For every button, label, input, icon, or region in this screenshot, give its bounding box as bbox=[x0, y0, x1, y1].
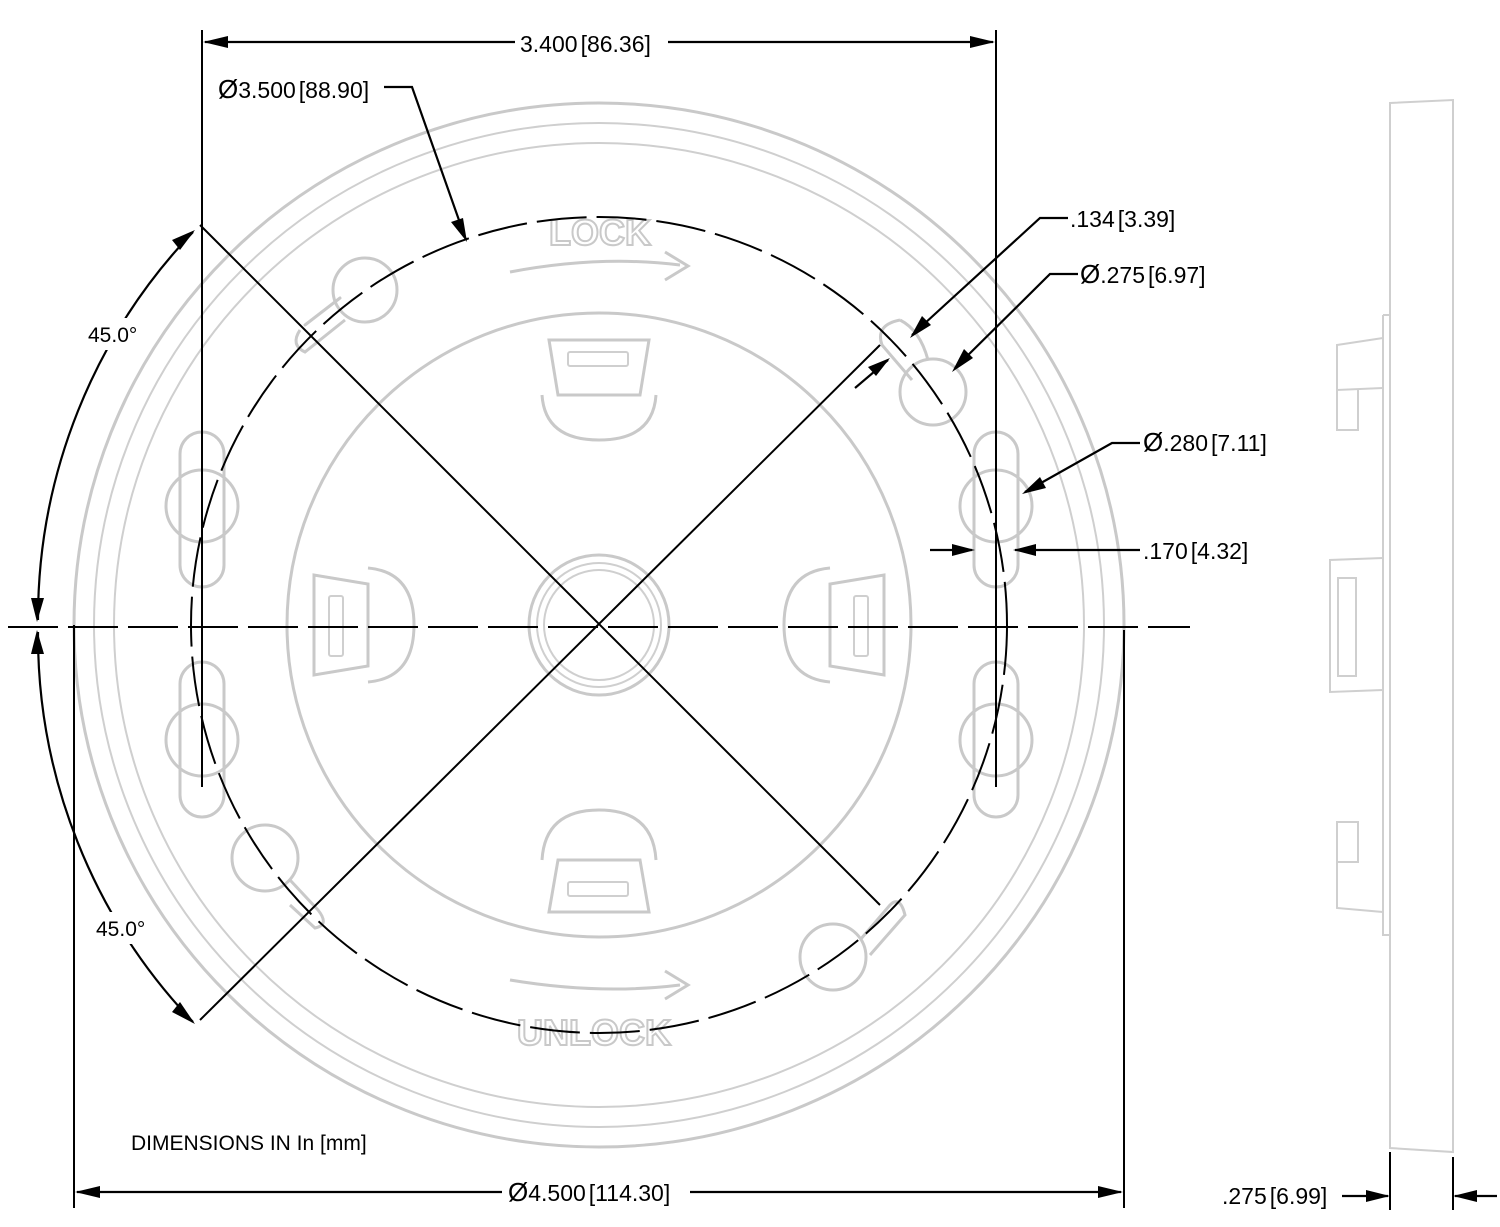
dimension-slot-width: .170[4.32] bbox=[930, 538, 1248, 564]
svg-text:Ø3.500[88.90]: Ø3.500[88.90] bbox=[218, 74, 369, 104]
units-note: DIMENSIONS IN In [mm] bbox=[131, 1132, 367, 1155]
keyhole-slot-diag-top-right bbox=[879, 318, 968, 427]
dimension-hole-span: 3.400[86.36] bbox=[203, 31, 995, 57]
svg-text:Ø4.500[114.30]: Ø4.500[114.30] bbox=[508, 1177, 670, 1207]
lock-arrow bbox=[509, 259, 681, 274]
dimension-hole-dia: Ø.275[6.97] bbox=[952, 259, 1206, 372]
dimension-outer-dia: Ø4.500[114.30] bbox=[75, 1177, 1123, 1207]
svg-text:45.0°: 45.0° bbox=[96, 918, 145, 941]
latch-tab-right bbox=[782, 566, 886, 684]
dimension-slot-offset: .134[3.39] bbox=[854, 206, 1175, 389]
dimension-slot-dia: Ø.280[7.11] bbox=[1022, 427, 1267, 494]
center-hub-mid bbox=[536, 562, 662, 688]
inner-plate bbox=[285, 311, 913, 939]
svg-text:.275[6.99]: .275[6.99] bbox=[1222, 1183, 1327, 1209]
svg-text:45.0°: 45.0° bbox=[88, 324, 137, 347]
dimension-angle-lower: 45.0° bbox=[31, 630, 195, 1024]
latch-tab-top bbox=[540, 338, 658, 442]
latch-tab-bottom bbox=[540, 808, 658, 914]
bolt-circle bbox=[190, 216, 1008, 1034]
keyhole-slot-diag-top-left bbox=[294, 256, 399, 354]
dimension-angle-upper: 45.0° bbox=[31, 230, 195, 622]
svg-text:.170[4.32]: .170[4.32] bbox=[1143, 538, 1248, 564]
side-tab-lower bbox=[1336, 821, 1384, 914]
center-hub-inner bbox=[543, 569, 655, 681]
side-tab-upper bbox=[1336, 337, 1384, 431]
step-ring bbox=[113, 142, 1085, 1108]
outer-rim-inner bbox=[93, 122, 1105, 1128]
svg-text:Ø.275[6.97]: Ø.275[6.97] bbox=[1080, 259, 1206, 289]
svg-text:3.400[86.36]: 3.400[86.36] bbox=[520, 31, 651, 57]
diagonal-center-line-1 bbox=[199, 224, 881, 906]
side-tab-middle bbox=[1329, 557, 1384, 694]
unlock-arrow bbox=[509, 978, 681, 991]
keyhole-slot-diag-bottom-left bbox=[230, 823, 325, 930]
latch-tab-left bbox=[312, 566, 416, 684]
center-hub-outer bbox=[527, 553, 671, 697]
svg-text:Ø.280[7.11]: Ø.280[7.11] bbox=[1143, 427, 1267, 457]
dimension-thickness: .275[6.99] bbox=[1222, 1183, 1497, 1209]
construction-lines bbox=[8, 30, 1454, 1210]
side-view bbox=[1329, 98, 1454, 1154]
dimension-bolt-circle: Ø3.500[88.90] bbox=[218, 74, 468, 242]
svg-text:.134[3.39]: .134[3.39] bbox=[1070, 206, 1175, 232]
diagonal-center-line-2 bbox=[199, 344, 881, 1021]
